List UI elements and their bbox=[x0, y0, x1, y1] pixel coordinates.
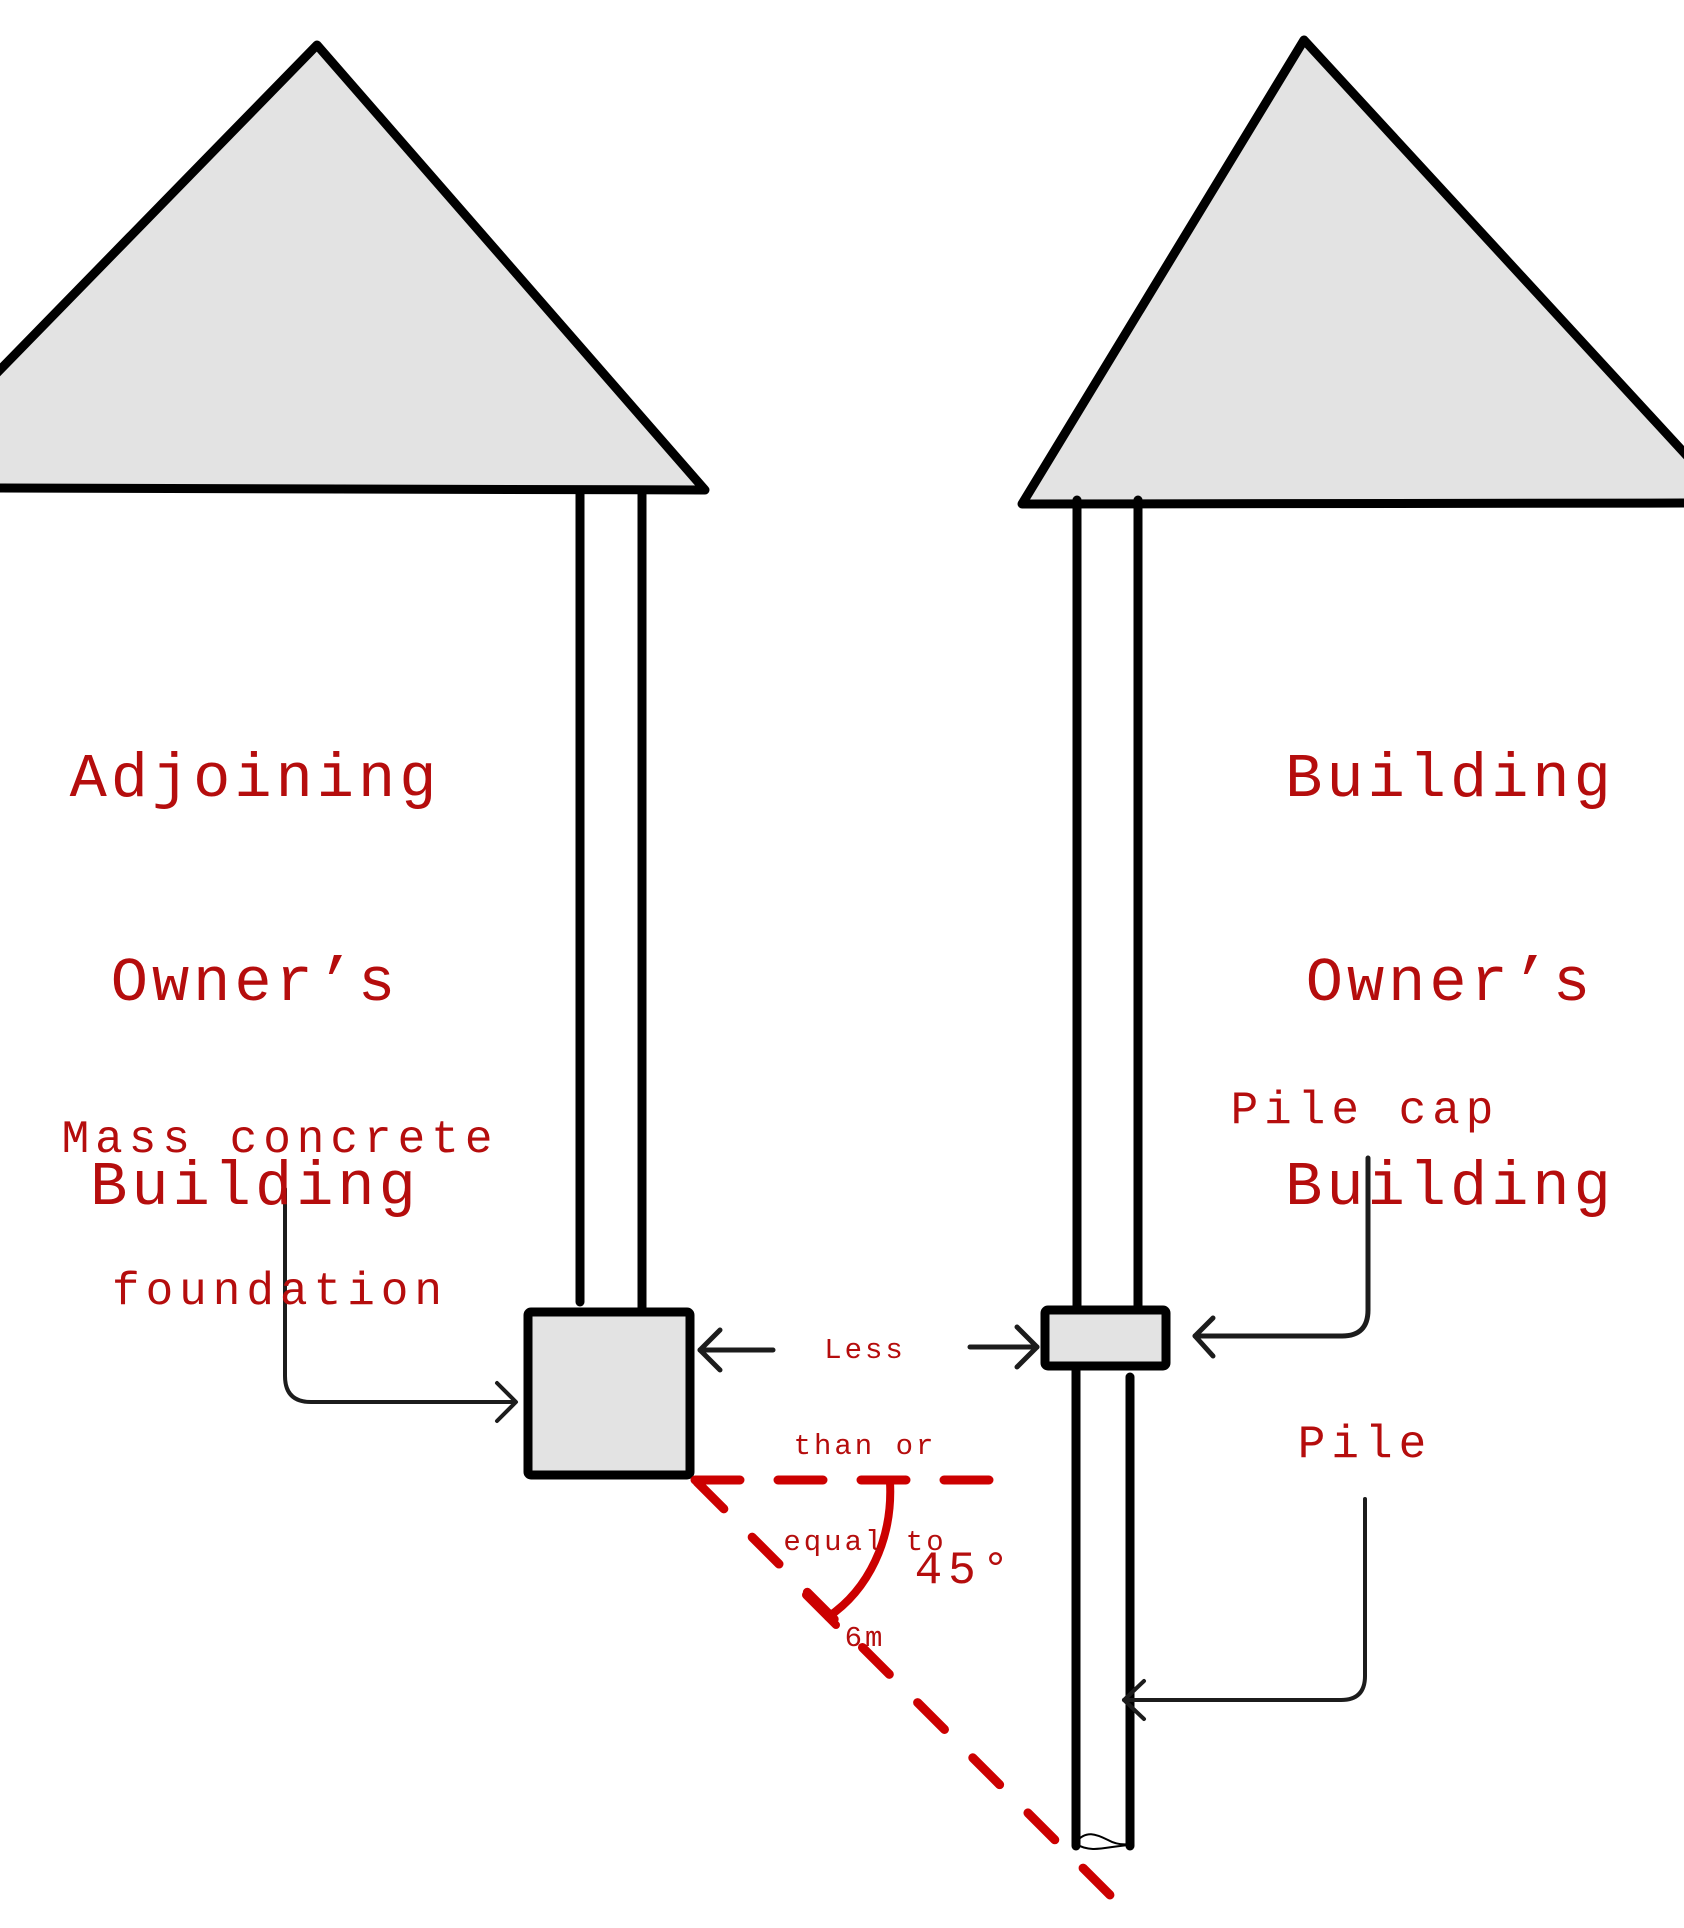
mass-concrete-foundation-label: Mass concrete foundation bbox=[50, 1025, 510, 1361]
distance-arrow-left bbox=[697, 1327, 776, 1373]
label-line: foundation bbox=[111, 1266, 449, 1318]
label-line: Owner’s bbox=[110, 948, 400, 1019]
label-line: than or bbox=[793, 1430, 937, 1463]
label-line: Building bbox=[90, 1152, 420, 1223]
pile-leader-arrow bbox=[1122, 1497, 1367, 1721]
label-line: Building bbox=[1285, 1152, 1615, 1223]
label-line: Building bbox=[1285, 744, 1615, 815]
building-owner-roof bbox=[1017, 35, 1684, 509]
foundation-leader-arrow bbox=[283, 1187, 518, 1423]
building-owner-building-label: Building Owner’s Building bbox=[1235, 625, 1665, 1281]
distance-arrow-right bbox=[967, 1324, 1040, 1370]
label-line: equal to bbox=[783, 1526, 947, 1559]
label-line: Mass concrete bbox=[61, 1114, 499, 1166]
pile-break-mark bbox=[1075, 1833, 1131, 1850]
adjoining-roof bbox=[0, 40, 710, 495]
pile-cap bbox=[1040, 1305, 1171, 1371]
label-line: Owner’s bbox=[1305, 948, 1595, 1019]
pile-label: Pile bbox=[1297, 1419, 1433, 1471]
label-line: 6m bbox=[844, 1622, 886, 1655]
label-line: Less bbox=[824, 1334, 906, 1367]
angle-arc-tick bbox=[802, 1591, 840, 1629]
angle-label: 45° bbox=[914, 1545, 1016, 1597]
distance-label: Less than or equal to 6m bbox=[760, 1278, 970, 1682]
adjoining-owner-building-label: Adjoining Owner’s Building bbox=[40, 625, 470, 1281]
mass-concrete-foundation bbox=[523, 1307, 695, 1480]
pile-cap-label: Pile cap bbox=[1230, 1085, 1500, 1137]
pile-cap-leader-arrow bbox=[1192, 1155, 1371, 1359]
diagonal-dashed-guide bbox=[692, 1477, 1115, 1900]
label-line: Adjoining bbox=[69, 744, 441, 815]
angle-arc bbox=[824, 1478, 895, 1621]
